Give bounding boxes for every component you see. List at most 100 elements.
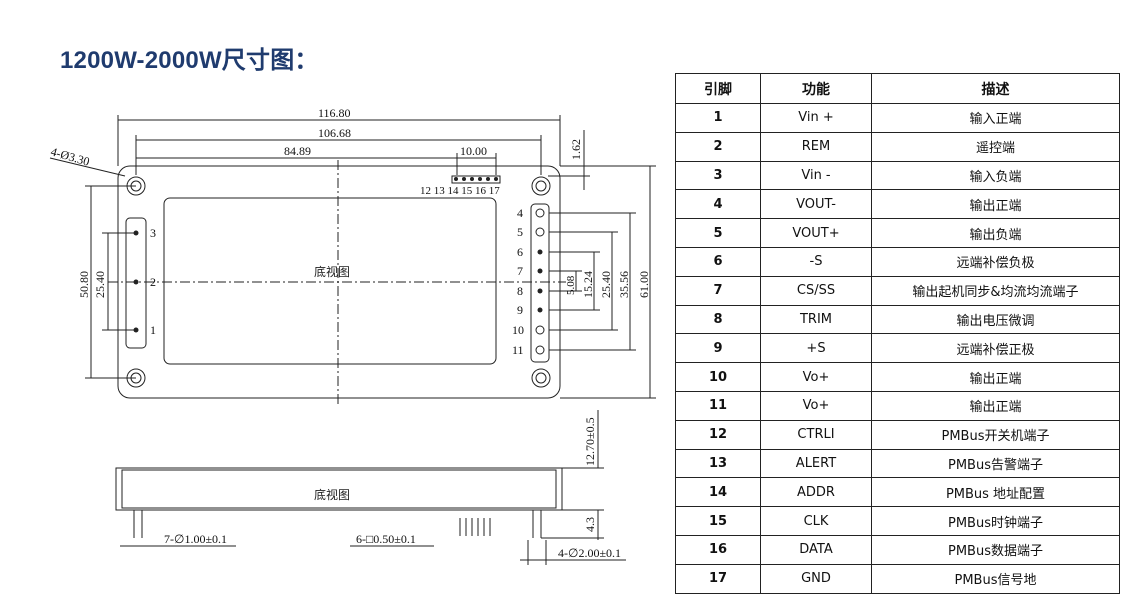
pin-number-cell: 13 — [675, 448, 761, 479]
pin-label-right: 6 — [517, 245, 523, 259]
pin-function-cell: GND — [760, 563, 872, 594]
table-header-row: 引脚 功能 描述 — [675, 73, 1120, 104]
pin-function-cell: TRIM — [760, 304, 872, 335]
dim-pin-offset: 84.89 — [284, 144, 311, 158]
pin-description-cell: 远端补偿负极 — [871, 246, 1120, 277]
pin-number-cell: 15 — [675, 506, 761, 536]
pin-description-cell: 输入负端 — [871, 160, 1120, 191]
pin-function-cell: ADDR — [760, 477, 872, 508]
dim-left-pin-pitch: 25.40 — [93, 271, 107, 298]
dim-hole-note: 4-Ø3.30 — [49, 144, 91, 168]
pin-number-cell: 14 — [675, 477, 761, 508]
pin-description-cell: 远端补偿正极 — [871, 333, 1120, 364]
pin-description-cell: 输入正端 — [871, 103, 1120, 133]
dim-overall-height: 61.00 — [637, 271, 651, 298]
pmbus-pin-labels: 12 13 14 15 16 17 — [420, 185, 500, 197]
pin-label-left: 1 — [150, 323, 156, 337]
dim-right-span-1: 5.08 — [565, 275, 577, 295]
pin-function-cell: REM — [760, 131, 872, 162]
pin-description-cell: PMBus数据端子 — [871, 534, 1120, 565]
col-header-function: 功能 — [760, 73, 872, 104]
dim-right-span-4: 35.56 — [617, 271, 631, 298]
dim-left-span: 50.80 — [77, 271, 91, 298]
side-view-label: 底视图 — [314, 487, 350, 502]
pin-label-right: 10 — [512, 323, 524, 337]
pin-number-cell: 7 — [675, 275, 761, 306]
pin-function-cell: CTRLI — [760, 419, 872, 450]
dim-pin-length: 4.3 — [583, 517, 597, 532]
pin-description-cell: 输出起机同步&均流均流端子 — [871, 275, 1120, 306]
pin-number-cell: 8 — [675, 304, 761, 335]
pin-number-cell: 9 — [675, 333, 761, 364]
dim-hole-spacing: 106.68 — [318, 126, 351, 140]
mounting-hole — [126, 176, 146, 196]
pin-number-cell: 3 — [675, 160, 761, 191]
pin-description-cell: 输出电压微调 — [871, 304, 1120, 335]
pin-description-cell: PMBus 地址配置 — [871, 477, 1120, 508]
pin-number-cell: 16 — [675, 534, 761, 565]
pin-function-cell: CS/SS — [760, 275, 872, 306]
right-connector — [530, 203, 550, 363]
pin-description-cell: PMBus信号地 — [871, 563, 1120, 594]
dimension-drawing: 116.80 106.68 84.89 10.00 1.62 4-Ø3.30 1… — [49, 106, 656, 565]
pin-description-cell: PMBus时钟端子 — [871, 506, 1120, 536]
pin-number-cell: 17 — [675, 563, 761, 594]
pin-function-cell: Vo+ — [760, 362, 872, 392]
pin-number-cell: 12 — [675, 419, 761, 450]
pin-label-right: 4 — [517, 206, 523, 220]
pin-number-cell: 2 — [675, 131, 761, 162]
pin-label-left: 2 — [150, 275, 156, 289]
pin-function-cell: VOUT+ — [760, 218, 872, 248]
pin-label-left: 3 — [150, 226, 156, 240]
pin-function-cell: Vin - — [760, 160, 872, 191]
dim-height: 12.70±0.5 — [583, 417, 597, 466]
pin-function-cell: +S — [760, 333, 872, 364]
page-title: 1200W-2000W尺寸图： — [60, 47, 319, 74]
dim-edge-offset: 1.62 — [569, 139, 583, 160]
pin-description-cell: 输出正端 — [871, 362, 1120, 392]
pin-description-cell: 输出正端 — [871, 390, 1120, 421]
pin-label-right: 8 — [517, 284, 523, 298]
mounting-hole — [531, 176, 551, 196]
pin-function-cell: Vin + — [760, 103, 872, 133]
pin-number-cell: 10 — [675, 362, 761, 392]
col-header-description: 描述 — [871, 73, 1120, 104]
pin-note-2: 6-□0.50±0.1 — [356, 532, 416, 546]
pin-number-cell: 1 — [675, 103, 761, 133]
mounting-hole — [126, 368, 146, 388]
dim-right-span-2: 15.24 — [581, 271, 595, 298]
pmbus-header — [451, 175, 501, 184]
pin-function-cell: DATA — [760, 534, 872, 565]
pin-note-3: 4-∅2.00±0.1 — [558, 546, 621, 560]
pin-label-right: 7 — [517, 264, 523, 278]
col-header-pin: 引脚 — [675, 73, 761, 104]
left-connector — [125, 217, 147, 349]
module-window — [163, 197, 497, 365]
pin-note-1: 7-∅1.00±0.1 — [164, 532, 227, 546]
pin-number-cell: 11 — [675, 390, 761, 421]
pin-label-right: 9 — [517, 303, 523, 317]
pin-label-right: 5 — [517, 225, 523, 239]
pin-function-cell: ALERT — [760, 448, 872, 479]
pin-description-cell: 遥控端 — [871, 131, 1120, 162]
pin-function-cell: Vo+ — [760, 390, 872, 421]
pin-label-right: 11 — [512, 343, 524, 357]
pin-number-cell: 5 — [675, 218, 761, 248]
